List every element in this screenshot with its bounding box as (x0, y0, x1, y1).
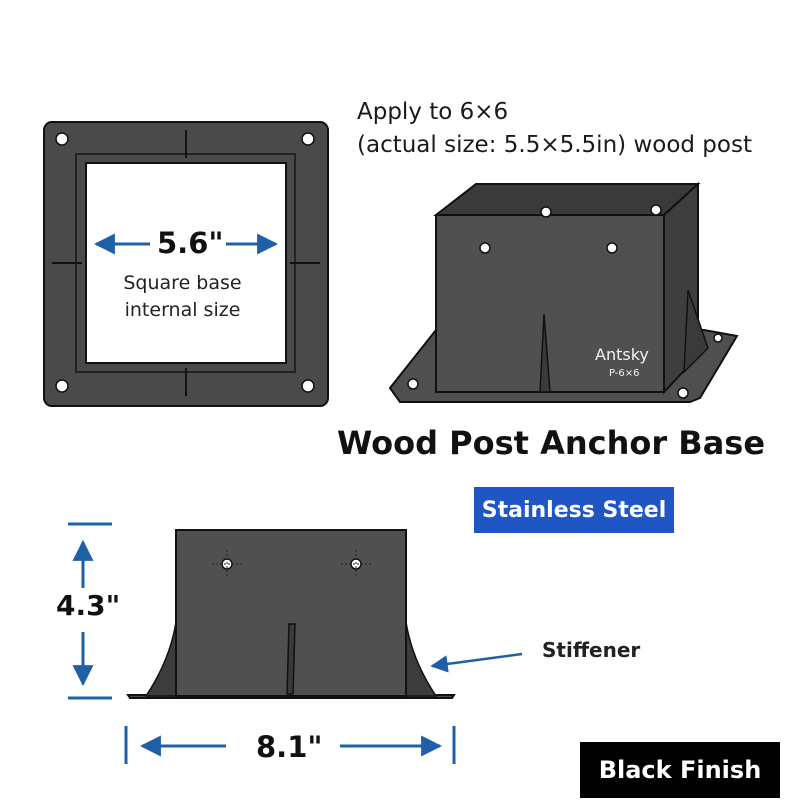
length-dimension: 8.1" (256, 730, 323, 764)
length-dimension-lines (124, 726, 456, 764)
side-stiffener-left (144, 621, 177, 697)
iso-box-front (435, 214, 665, 393)
stiffener-ticks (52, 130, 320, 396)
height-dimension: 4.3" (56, 589, 121, 622)
side-stiffener-right (405, 621, 438, 697)
iso-holes (407, 204, 723, 399)
side-stiffener-center (286, 623, 296, 695)
internal-size-caption: Square base internal size (123, 272, 242, 321)
stiffener-pointer-arrow (430, 652, 523, 673)
brand-emboss: Antsky (595, 345, 649, 364)
model-emboss: P-6×6 (609, 368, 640, 379)
side-hole-crosshairs (212, 550, 371, 578)
iso-stiffener-side (683, 289, 709, 374)
height-dimension-lines (68, 522, 112, 700)
stiffener-label: Stiffener (542, 638, 641, 662)
post-fit-note: Apply to 6×6 (actual size: 5.5×5.5in) wo… (357, 99, 752, 158)
product-title: Wood Post Anchor Base (337, 424, 766, 462)
finish-badge: Black Finish (580, 742, 780, 798)
top-view-drawing (43, 121, 329, 407)
mounting-holes-top (55, 132, 315, 393)
internal-width-dimension: 5.6" (157, 226, 224, 260)
inner-square-opening (85, 162, 287, 364)
material-badge: Stainless Steel (474, 487, 674, 533)
isometric-view-drawing (388, 181, 739, 403)
side-view-drawing (68, 522, 523, 764)
iso-stiffener-front (539, 313, 551, 393)
